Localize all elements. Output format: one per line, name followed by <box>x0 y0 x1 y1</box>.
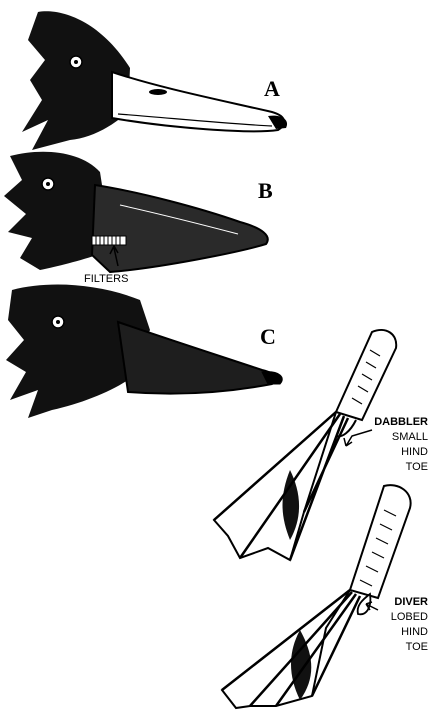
head-c-letter: C <box>260 324 276 349</box>
diver-line-hind: HIND <box>401 626 428 638</box>
dabbler-line-hind: HIND <box>401 446 428 458</box>
dabbler-line-small: SMALL <box>392 431 428 443</box>
head-b-filter-teeth <box>96 236 120 245</box>
dabbler-leg <box>336 330 396 420</box>
head-c-bill <box>118 322 277 394</box>
diver-title: DIVER <box>394 596 428 608</box>
head-b-letter: B <box>258 178 273 203</box>
dabbler-title: DABBLER <box>374 416 428 428</box>
diver-line-toe: TOE <box>406 641 428 653</box>
head-b-pupil <box>46 182 50 186</box>
diver-leg <box>350 485 411 598</box>
head-a-letter: A <box>264 76 280 101</box>
head-a-nostril <box>149 89 167 95</box>
dabbler-line-toe: TOE <box>406 461 428 473</box>
diver-line-lobed: LOBED <box>391 611 428 623</box>
head-b-bill <box>92 185 268 272</box>
head-b-filters <box>92 236 126 245</box>
head-c-pupil <box>56 320 60 324</box>
filters-label: FILTERS <box>84 273 128 285</box>
head-a-bill <box>112 72 284 131</box>
head-a-illustration <box>22 11 287 150</box>
head-c-illustration <box>6 285 282 418</box>
head-b-illustration <box>4 152 268 272</box>
head-a-pupil <box>74 60 78 64</box>
